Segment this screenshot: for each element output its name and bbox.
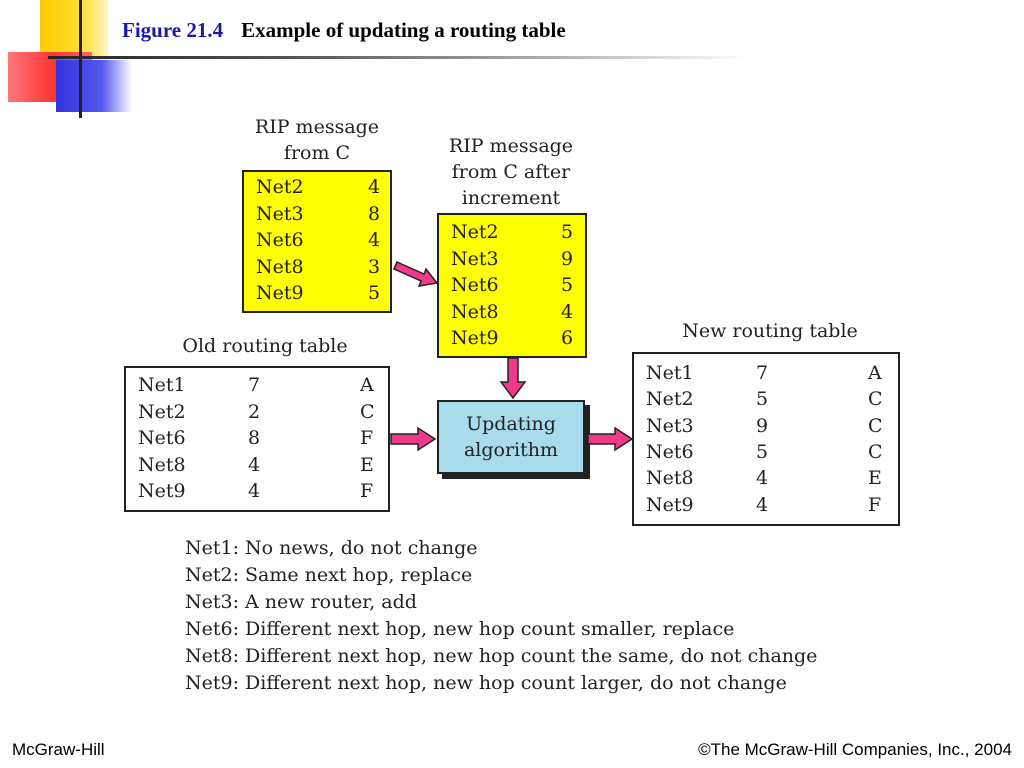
old-hops-cell: 7	[248, 374, 261, 396]
old-next-cell: F	[360, 427, 374, 449]
new-hops-cell: 5	[756, 388, 769, 411]
arrow-increment-to-algorithm	[499, 357, 527, 400]
new-table-label: New routing table	[682, 320, 858, 342]
footer-copyright: ©The McGraw-Hill Companies, Inc., 2004	[698, 740, 1012, 759]
inc-hops-cell: 6	[561, 327, 574, 349]
old-next-cell: F	[360, 480, 374, 502]
old-net-cell: Net1	[138, 374, 186, 396]
rip-increment-label: RIP message from C after increment	[422, 133, 600, 211]
footer-publisher: McGraw-Hill	[12, 740, 105, 759]
rule-note: Net6: Different next hop, new hop count …	[185, 618, 735, 640]
rule-note: Net1: No news, do not change	[185, 537, 478, 559]
rip-net-cell: Net9	[256, 282, 304, 304]
old-hops-cell: 2	[248, 400, 261, 423]
new-next-cell: F	[868, 493, 882, 516]
title-underline	[48, 56, 748, 59]
inc-hops-cell: 9	[561, 247, 574, 270]
figure-title: Example of updating a routing table	[241, 18, 566, 42]
inc-net-cell: Net6	[451, 274, 499, 296]
new-net-cell: Net8	[646, 467, 694, 490]
slide-title: Figure 21.4 Example of updating a routing…	[122, 18, 566, 43]
new-next-cell: E	[868, 467, 882, 490]
rip-message-label-line: from C	[283, 142, 351, 164]
old-next-cell: C	[360, 400, 375, 423]
rip-hops-cell: 5	[368, 282, 381, 304]
new-net-cell: Net3	[646, 414, 694, 437]
old-net-cell: Net6	[138, 427, 186, 449]
arrow-rip-to-increment	[393, 261, 439, 287]
arrow-algorithm-to-new	[587, 426, 634, 452]
rule-note: Net9: Different next hop, new hop count …	[185, 672, 787, 694]
rip-net-cell: Net6	[256, 229, 304, 251]
logo-vertical-line	[79, 0, 82, 118]
rip-hops-cell: 4	[368, 229, 381, 251]
new-next-cell: C	[868, 440, 883, 463]
new-next-cell: A	[868, 362, 882, 384]
new-hops-cell: 4	[756, 493, 769, 516]
new-next-cell: C	[868, 414, 883, 437]
new-net-cell: Net1	[646, 362, 694, 384]
rip-hops-cell: 3	[368, 255, 381, 278]
old-net-cell: Net2	[138, 400, 186, 423]
old-next-cell: E	[360, 453, 374, 476]
logo-blue-block	[56, 60, 132, 112]
inc-hops-cell: 4	[561, 300, 574, 323]
rip-net-cell: Net3	[256, 202, 304, 225]
inc-hops-cell: 5	[561, 274, 574, 296]
rip-hops-cell: 8	[368, 202, 381, 225]
rule-note: Net8: Different next hop, new hop count …	[185, 645, 818, 667]
new-hops-cell: 4	[756, 467, 769, 490]
rip-increment-label-line: RIP message	[448, 135, 574, 157]
rule-note: Net2: Same next hop, replace	[185, 564, 473, 586]
rip-message-label: RIP message from C	[228, 114, 406, 166]
algorithm-label-line: Updating	[466, 413, 556, 435]
rip-hops-cell: 4	[368, 176, 381, 198]
new-net-cell: Net6	[646, 440, 694, 463]
rip-net-cell: Net8	[256, 255, 304, 278]
old-net-cell: Net8	[138, 453, 186, 476]
old-hops-cell: 4	[248, 453, 261, 476]
new-hops-cell: 7	[756, 362, 769, 384]
old-hops-cell: 8	[248, 427, 261, 449]
new-next-cell: C	[868, 388, 883, 411]
new-hops-cell: 5	[756, 440, 769, 463]
inc-net-cell: Net2	[451, 221, 499, 243]
inc-net-cell: Net3	[451, 247, 499, 270]
new-net-cell: Net2	[646, 388, 694, 411]
inc-net-cell: Net8	[451, 300, 499, 323]
inc-hops-cell: 5	[561, 221, 574, 243]
arrow-old-to-algorithm	[390, 426, 437, 452]
old-table-label: Old routing table	[182, 335, 348, 357]
updating-algorithm-box: Updating algorithm	[437, 400, 585, 474]
algorithm-label-line: algorithm	[463, 439, 559, 461]
arrow-group	[390, 261, 634, 452]
new-net-cell: Net9	[646, 493, 694, 516]
rip-increment-label-line: from C after	[451, 161, 571, 183]
rip-net-cell: Net2	[256, 176, 304, 198]
old-hops-cell: 4	[248, 480, 261, 502]
rip-increment-label-line: increment	[461, 187, 561, 209]
rip-message-label-line: RIP message	[254, 116, 380, 138]
rule-note: Net3: A new router, add	[185, 591, 417, 613]
old-net-cell: Net9	[138, 480, 186, 502]
old-next-cell: A	[360, 374, 374, 396]
figure-number: Figure 21.4	[122, 18, 224, 42]
new-hops-cell: 9	[756, 414, 769, 437]
inc-net-cell: Net9	[451, 327, 499, 349]
